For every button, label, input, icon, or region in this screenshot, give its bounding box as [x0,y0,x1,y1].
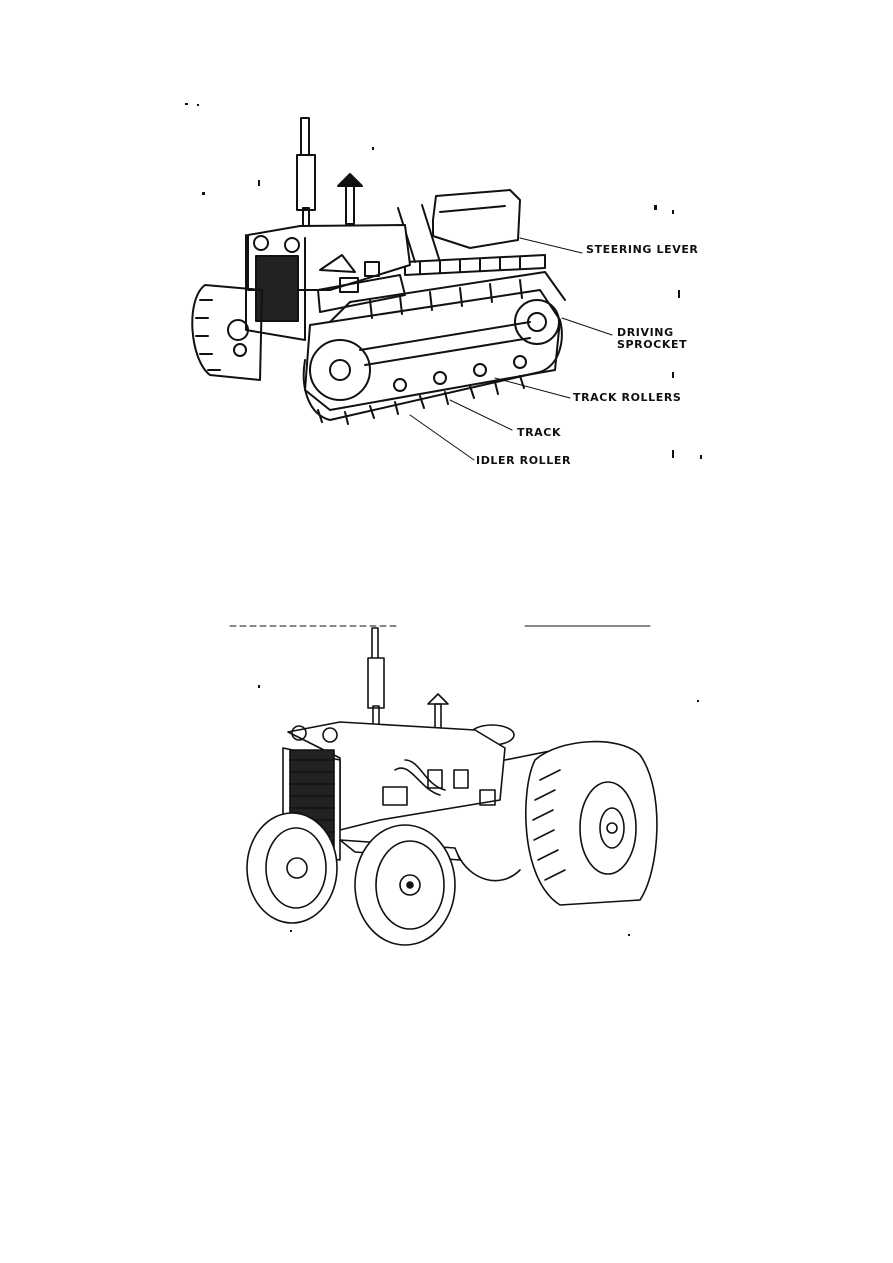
wheeled-tractor-drawing [229,625,699,946]
label-steering-lever: STEERING LEVER [586,243,699,256]
crawler-tractor-drawing [185,103,702,461]
wheeled-tractor-figure [0,600,893,960]
label-driving-sprocket-line2: SPROCKET [617,338,688,351]
label-idler-roller: IDLER ROLLER [476,454,572,467]
label-driving-sprocket-line1: DRIVING [617,326,674,339]
crawler-tractor-figure [0,0,893,520]
label-track-rollers: TRACK ROLLERS [573,391,682,404]
label-track: TRACK [517,426,562,439]
